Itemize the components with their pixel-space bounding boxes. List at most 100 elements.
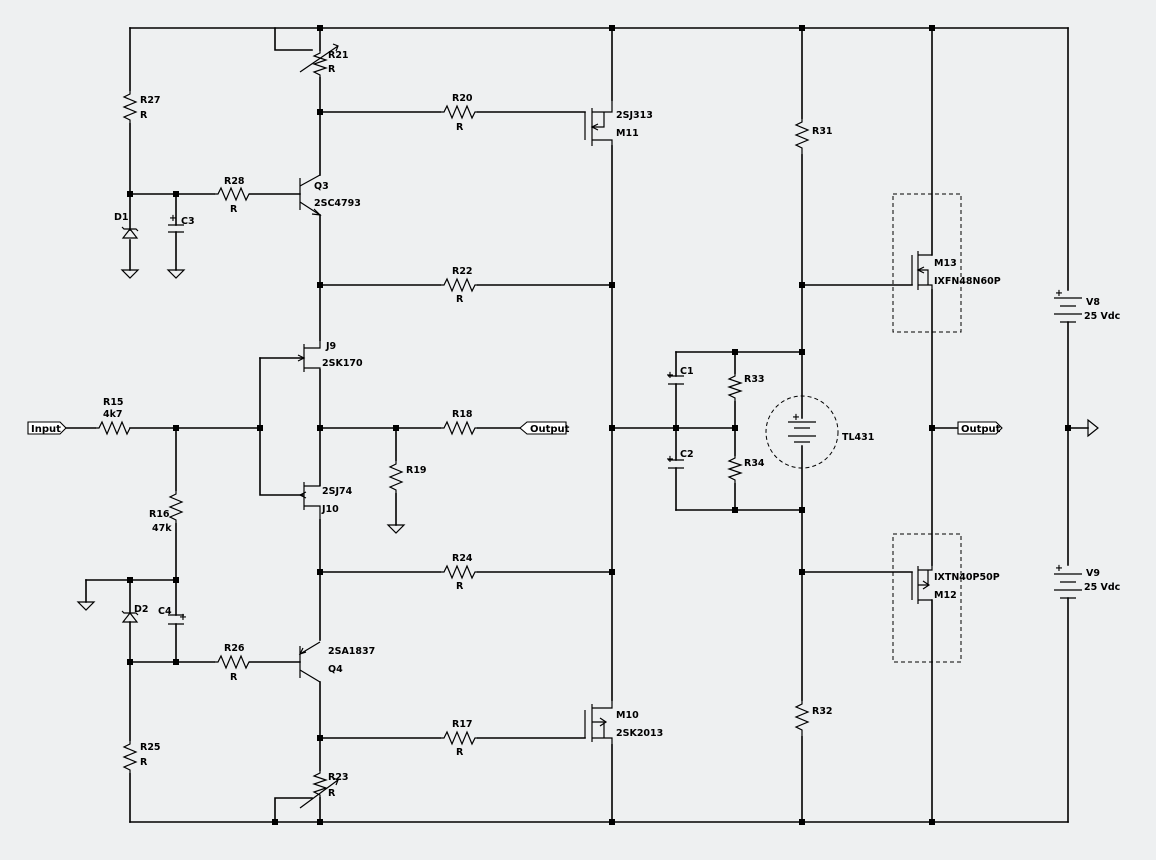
svg-text:R: R (140, 757, 148, 768)
resistor-r25: R25 R (122, 740, 161, 774)
svg-text:R24: R24 (452, 553, 473, 564)
svg-text:R21: R21 (328, 50, 349, 61)
svg-text:2SJ74: 2SJ74 (322, 486, 353, 497)
junctions (127, 25, 1071, 825)
svg-text:R18: R18 (452, 409, 473, 420)
resistor-r16: R16 47k (149, 490, 184, 534)
svg-text:R27: R27 (140, 95, 161, 106)
svg-text:+: + (1055, 288, 1063, 299)
svg-text:R31: R31 (812, 126, 833, 137)
svg-text:C3: C3 (181, 216, 195, 227)
resistor-r24: R24 R (440, 553, 478, 592)
svg-text:IXFN48N60P: IXFN48N60P (934, 276, 1001, 287)
transistor-q4: 2SA1837 Q4 (298, 641, 375, 683)
mosfet-m10: M10 2SK2013 (584, 700, 663, 745)
svg-text:R: R (328, 788, 336, 799)
svg-text:+: + (666, 370, 674, 381)
svg-text:+: + (666, 454, 674, 465)
svg-text:R33: R33 (744, 374, 765, 385)
port-output-mid: Output (519, 421, 570, 435)
svg-text:V8: V8 (1086, 297, 1100, 308)
resistor-r32: R32 (794, 700, 833, 737)
svg-text:Q3: Q3 (314, 181, 329, 192)
mosfet-m13: M13 IXFN48N60P (892, 193, 1001, 333)
svg-text:M13: M13 (934, 258, 957, 269)
ground-symbols (76, 269, 1099, 611)
svg-text:C4: C4 (158, 606, 172, 617)
port-input: Input (27, 421, 67, 435)
mosfet-m12: IXTN40P50P M12 (892, 533, 1000, 663)
svg-text:2SK170: 2SK170 (322, 358, 363, 369)
svg-text:R: R (328, 64, 336, 75)
svg-text:M11: M11 (616, 128, 639, 139)
capacitor-c4: + C4 (158, 606, 187, 625)
svg-text:D2: D2 (134, 604, 149, 615)
svg-text:2SC4793: 2SC4793 (314, 198, 361, 209)
reference-tl431: + TL431 (765, 395, 874, 469)
svg-text:R26: R26 (224, 643, 245, 654)
svg-text:R25: R25 (140, 742, 161, 753)
zener-diode-d2: D2 (121, 604, 149, 623)
svg-text:R28: R28 (224, 176, 245, 187)
svg-text:R: R (230, 204, 238, 215)
svg-text:R19: R19 (406, 465, 427, 476)
svg-text:R17: R17 (452, 719, 473, 730)
potentiometer-r21: R21 R (299, 43, 349, 78)
resistor-r27: R27 R (122, 90, 161, 124)
svg-text:R: R (456, 581, 464, 592)
resistor-r17: R17 R (440, 719, 478, 758)
svg-text:25 Vdc: 25 Vdc (1084, 582, 1120, 593)
svg-text:+: + (1055, 563, 1063, 574)
resistor-r34: R34 (727, 455, 765, 484)
svg-text:J9: J9 (325, 341, 336, 352)
svg-text:TL431: TL431 (842, 432, 874, 443)
svg-text:+: + (179, 612, 187, 623)
mosfet-m11: 2SJ313 M11 (584, 100, 653, 146)
svg-text:R: R (456, 294, 464, 305)
resistor-r18: R18 (440, 409, 478, 436)
voltage-source-v8: + V8 25 Vdc (1054, 288, 1120, 323)
jfet-j9: J9 2SK170 (297, 340, 363, 372)
svg-text:V9: V9 (1086, 568, 1100, 579)
svg-text:47k: 47k (152, 523, 172, 534)
resistor-r22: R22 R (440, 266, 478, 305)
resistor-r26: R26 R (214, 643, 250, 683)
svg-text:2SA1837: 2SA1837 (328, 646, 375, 657)
zener-diode-d1: D1 (114, 212, 139, 239)
svg-text:R: R (456, 747, 464, 758)
svg-text:IXTN40P50P: IXTN40P50P (934, 572, 1000, 583)
svg-text:C1: C1 (680, 366, 694, 377)
transistor-q3: Q3 2SC4793 (299, 174, 361, 216)
svg-text:+: + (169, 213, 177, 224)
svg-text:Input: Input (31, 424, 61, 435)
svg-text:D1: D1 (114, 212, 129, 223)
svg-text:R34: R34 (744, 458, 765, 469)
svg-text:R20: R20 (452, 93, 473, 104)
svg-text:2SK2013: 2SK2013 (616, 728, 663, 739)
port-output-right: Output (957, 421, 1003, 435)
svg-text:R: R (456, 122, 464, 133)
potentiometer-r23: R23 R (299, 770, 349, 809)
svg-text:R: R (230, 672, 238, 683)
svg-text:R16: R16 (149, 509, 170, 520)
svg-text:R32: R32 (812, 706, 833, 717)
voltage-source-v9: + V9 25 Vdc (1054, 563, 1120, 599)
resistor-r31: R31 (794, 118, 833, 155)
svg-text:2SJ313: 2SJ313 (616, 110, 653, 121)
resistor-r28: R28 R (214, 176, 250, 215)
svg-text:R15: R15 (103, 397, 124, 408)
resistor-r33: R33 (727, 373, 765, 402)
capacitor-c3: + C3 (168, 213, 195, 233)
svg-text:R: R (140, 110, 148, 121)
svg-text:Output: Output (961, 424, 1001, 435)
resistor-r20: R20 R (440, 93, 478, 133)
svg-text:R23: R23 (328, 772, 349, 783)
svg-text:R22: R22 (452, 266, 473, 277)
wires (65, 27, 1089, 823)
svg-text:M12: M12 (934, 590, 957, 601)
resistor-r15: R15 4k7 (95, 397, 131, 436)
capacitor-c1: + C1 (666, 366, 694, 385)
svg-text:4k7: 4k7 (103, 409, 123, 420)
svg-text:Output: Output (530, 424, 570, 435)
